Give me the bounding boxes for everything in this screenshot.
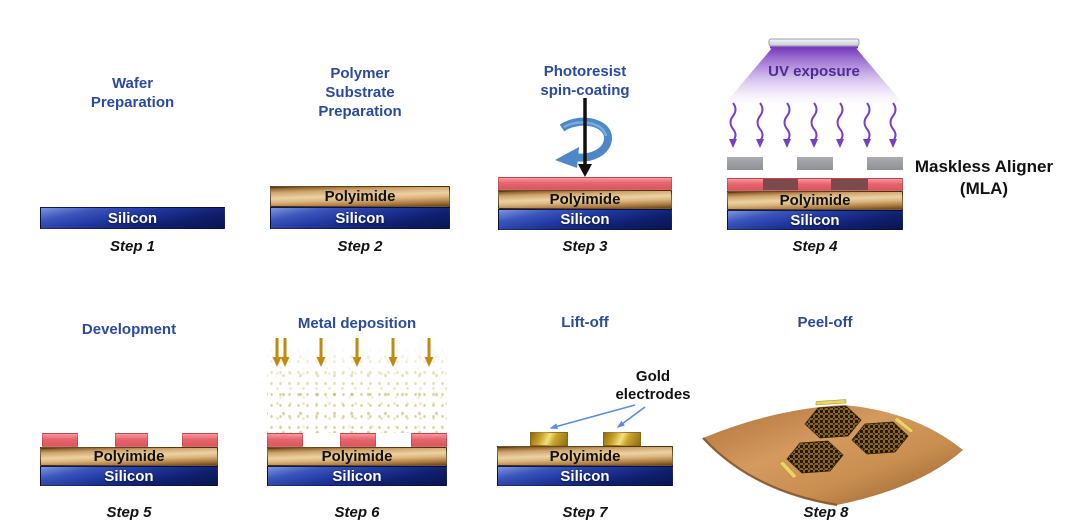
gold-contact-strip — [779, 460, 798, 479]
dispense-arrow-icon — [578, 98, 592, 177]
polyimide-layer: Polyimide — [270, 186, 450, 207]
maskless-aligner-label: Maskless Aligner (MLA) — [914, 157, 1054, 198]
step-1-caption: Step 1 — [109, 238, 155, 255]
mask-block — [797, 157, 833, 170]
step-5-title: Development — [81, 321, 177, 338]
step-5-panel: Development Polyimide Silicon Step 5 — [40, 300, 218, 525]
gold-electrode — [603, 432, 641, 446]
polyimide-label: Polyimide — [549, 191, 621, 208]
exposed-resist-region — [831, 179, 868, 190]
annotation-arrows-icon — [549, 404, 646, 430]
photoresist-block — [340, 433, 376, 447]
silicon-label: Silicon — [790, 211, 840, 229]
step-8-panel: Peel-off — [690, 300, 990, 525]
step-6-title: Metal deposition — [297, 315, 417, 332]
uv-rays-icon — [729, 102, 898, 149]
photoresist-block — [42, 433, 78, 447]
step-8-caption: Step 8 — [803, 504, 849, 521]
polyimide-layer: Polyimide — [497, 446, 673, 466]
polyimide-label: Polyimide — [324, 188, 396, 205]
hexagonal-electrode-mesh — [851, 421, 909, 455]
silicon-layer: Silicon — [40, 466, 218, 486]
gold-contact-strip — [893, 416, 914, 434]
silicon-label: Silicon — [560, 211, 610, 228]
silicon-layer: Silicon — [727, 210, 903, 230]
polyimide-label: Polyimide — [779, 192, 851, 209]
step-2-title: Polymer Substrate Preparation — [318, 65, 402, 120]
uv-lamp-icon — [723, 38, 905, 149]
gold-electrode — [530, 432, 568, 446]
step-4-panel: UV exposure Polyimide Silicon Maskless A… — [715, 30, 1080, 260]
photoresist-block — [267, 433, 303, 447]
step-1-panel: Wafer Preparation Silicon Step 1 — [40, 60, 225, 260]
photoresist-block — [182, 433, 218, 447]
step-6-caption: Step 6 — [334, 504, 380, 521]
step-5-caption: Step 5 — [106, 504, 152, 521]
metal-vapor-mist — [267, 345, 447, 433]
silicon-layer: Silicon — [267, 466, 447, 486]
exposed-resist-region — [763, 179, 798, 190]
step-6-panel: Metal deposition Polyimide Silicon Step … — [267, 300, 447, 525]
photoresist-layer — [727, 178, 903, 191]
polyimide-label: Polyimide — [93, 448, 165, 465]
hexagonal-electrode-mesh — [804, 405, 862, 439]
mask-block — [727, 157, 763, 170]
silicon-label: Silicon — [104, 467, 154, 485]
step-7-panel: Lift-off Gold electrodes Polyimide Silic… — [497, 300, 691, 525]
photoresist-layer — [498, 177, 672, 190]
step-3-title: Photoresist spin-coating — [540, 63, 630, 99]
polyimide-layer: Polyimide — [498, 190, 672, 209]
polyimide-layer: Polyimide — [267, 447, 447, 466]
silicon-layer: Silicon — [40, 207, 225, 229]
step-3-caption: Step 3 — [562, 238, 608, 255]
step-2-panel: Polymer Substrate Preparation Polyimide … — [270, 60, 450, 260]
silicon-label: Silicon — [335, 209, 385, 227]
mask-block — [867, 157, 903, 170]
silicon-layer: Silicon — [497, 466, 673, 486]
step-4-caption: Step 4 — [792, 238, 838, 255]
gold-electrodes-label: Gold electrodes — [615, 368, 691, 403]
silicon-label: Silicon — [560, 467, 610, 485]
photoresist-block — [115, 433, 148, 447]
step-3-panel: Photoresist spin-coating Polyimide Silic… — [498, 60, 672, 260]
spin-rotation-icon — [555, 117, 613, 168]
polyimide-label: Polyimide — [549, 447, 621, 465]
photoresist-block — [411, 433, 447, 447]
polyimide-label: Polyimide — [321, 448, 393, 465]
hexagonal-electrode-mesh — [786, 440, 844, 474]
step-4-title: UV exposure — [768, 63, 860, 80]
gold-contact-strip — [815, 399, 847, 406]
polyimide-layer: Polyimide — [40, 447, 218, 466]
silicon-label: Silicon — [107, 209, 158, 227]
polyimide-layer: Polyimide — [727, 191, 903, 210]
silicon-label: Silicon — [332, 467, 382, 485]
silicon-layer: Silicon — [270, 207, 450, 229]
flexible-substrate-graphic — [702, 399, 963, 507]
step-2-caption: Step 2 — [337, 238, 383, 255]
step-7-title: Lift-off — [561, 314, 609, 331]
silicon-layer: Silicon — [498, 209, 672, 230]
step-7-caption: Step 7 — [562, 504, 608, 521]
step-8-title: Peel-off — [797, 314, 853, 331]
step-1-title: Wafer Preparation — [90, 75, 175, 111]
